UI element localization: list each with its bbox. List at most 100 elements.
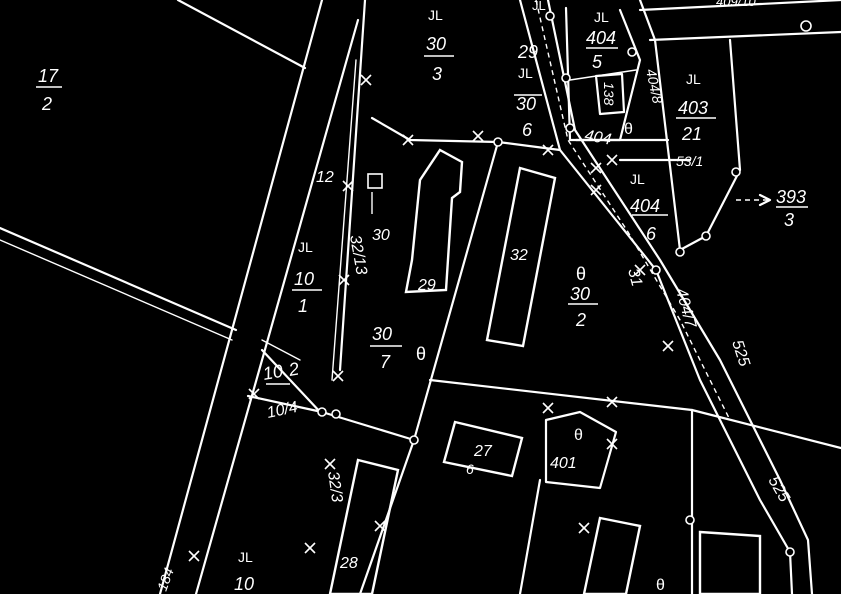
- building-32: [485, 166, 557, 348]
- x-marker: [248, 388, 260, 400]
- road-edge-inner: [194, 18, 360, 594]
- parcel-404-6-num: 404: [630, 196, 660, 216]
- survey-point: [561, 73, 571, 83]
- x-marker: [342, 180, 354, 192]
- parcel-403-21-den: 21: [681, 124, 702, 144]
- x-marker: [606, 438, 618, 450]
- label-409-10: 409/10: [716, 0, 757, 9]
- parcel-138-box: [594, 72, 626, 116]
- x-marker: [606, 154, 618, 166]
- survey-point: [675, 247, 685, 257]
- label-32-3: 32/3: [324, 470, 345, 503]
- parcel-30-6-den: 6: [522, 120, 533, 140]
- x-marker: [542, 144, 554, 156]
- x-markers: [188, 74, 674, 562]
- fraction-bars: [36, 47, 808, 385]
- parcel-30-3-den: 3: [432, 64, 442, 84]
- parcel-line-10-2: [260, 348, 324, 416]
- boundary-line-west: [0, 226, 238, 332]
- label-27: 27: [473, 443, 493, 460]
- other-labels: 409/10 404 138 53/1 404/8 12 30 32/13 29…: [154, 0, 793, 594]
- parcel-30-3-num: 30: [426, 34, 446, 54]
- survey-point: [785, 547, 795, 557]
- label-184: 184: [154, 565, 177, 593]
- survey-point: [565, 123, 575, 133]
- parcel-30-7-den: 7: [380, 352, 391, 372]
- parcel-401-box: [544, 410, 618, 490]
- top-edge: [638, 0, 841, 12]
- label-404-8: 404/8: [643, 67, 666, 105]
- parcel-labels: 17 2 JL 30 3 29 JL 30 6 JL 404 5 JL 403 …: [38, 7, 806, 594]
- survey-points: [317, 11, 812, 557]
- parcel-404-5-num: 404: [586, 28, 616, 48]
- parcel-404-5-den: 5: [592, 52, 603, 72]
- parcel-17-2-num: 17: [38, 66, 59, 86]
- survey-point: [409, 435, 419, 445]
- parcel-393-3-num: 393: [776, 187, 806, 207]
- parcel-30-2-den: 2: [575, 310, 586, 330]
- label-525-a: 525: [728, 338, 752, 369]
- theta-symbol: θ: [624, 121, 633, 138]
- label-12: 12: [316, 169, 334, 186]
- corridor-west: [518, 0, 794, 594]
- x-marker: [606, 396, 618, 408]
- corridor-center-dashed: [535, 0, 731, 421]
- parcel-404-6-den: 6: [646, 224, 657, 244]
- label-29: 29: [417, 277, 436, 294]
- road-edge-outer: [158, 0, 324, 594]
- label-404-small: 404: [583, 127, 612, 148]
- x-marker: [634, 264, 646, 276]
- parcel-403-21-east: [678, 38, 742, 252]
- x-marker: [338, 274, 350, 286]
- parcel-line-east: [690, 408, 841, 450]
- arrow-head-393-3: [758, 193, 772, 207]
- parcel-393-3-den: 3: [784, 210, 794, 230]
- x-marker: [402, 134, 414, 146]
- boundary-line-west-inner: [0, 239, 233, 341]
- parcel-30-7-sym: θ: [416, 344, 426, 364]
- survey-point: [627, 47, 637, 57]
- building-29: [404, 148, 464, 294]
- parcel-line-mid: [518, 478, 542, 594]
- survey-point: [317, 407, 327, 417]
- parcel-30-6-sym: JL: [518, 65, 533, 81]
- parcel-30-3-sym: JL: [428, 7, 443, 23]
- building-symbol-icon: [367, 173, 383, 214]
- label-30: 30: [372, 227, 390, 244]
- x-marker: [590, 162, 602, 174]
- label-6: 6: [466, 461, 474, 477]
- parcel-17-2-den: 2: [41, 94, 52, 114]
- x-marker: [590, 184, 602, 196]
- parcel-10-1-den: 1: [298, 296, 308, 316]
- buildings: [328, 148, 762, 594]
- parcel-403-21-sym: JL: [686, 71, 701, 87]
- label-32: 32: [510, 247, 528, 264]
- building-bottom-right: [698, 530, 762, 594]
- x-marker: [578, 522, 590, 534]
- parcel-10-bottom-sym: JL: [238, 549, 253, 565]
- x-marker: [374, 520, 386, 532]
- parcel-30-2-sym: θ: [576, 264, 586, 284]
- x-marker: [304, 542, 316, 554]
- boundary-line-top-left: [176, 0, 307, 70]
- parcel-30-6-num: 30: [516, 94, 536, 114]
- label-31: 31: [624, 267, 645, 289]
- label-404-7: 404/7: [672, 287, 699, 331]
- x-marker: [324, 458, 336, 470]
- survey-point: [701, 231, 711, 241]
- jl-symbol: JL: [532, 0, 546, 13]
- parcel-30-2-num: 30: [570, 284, 590, 304]
- parcel-29-top: 29: [517, 42, 538, 62]
- x-marker: [472, 130, 484, 142]
- building-27: [442, 420, 524, 478]
- x-marker: [662, 340, 674, 352]
- survey-point: [331, 409, 341, 419]
- label-53-1: 53/1: [676, 153, 703, 169]
- top-edge-2: [648, 30, 841, 42]
- theta-symbol: θ: [656, 577, 665, 594]
- label-28: 28: [339, 555, 358, 572]
- parcel-10-1-sym: JL: [298, 239, 313, 255]
- x-marker: [188, 550, 200, 562]
